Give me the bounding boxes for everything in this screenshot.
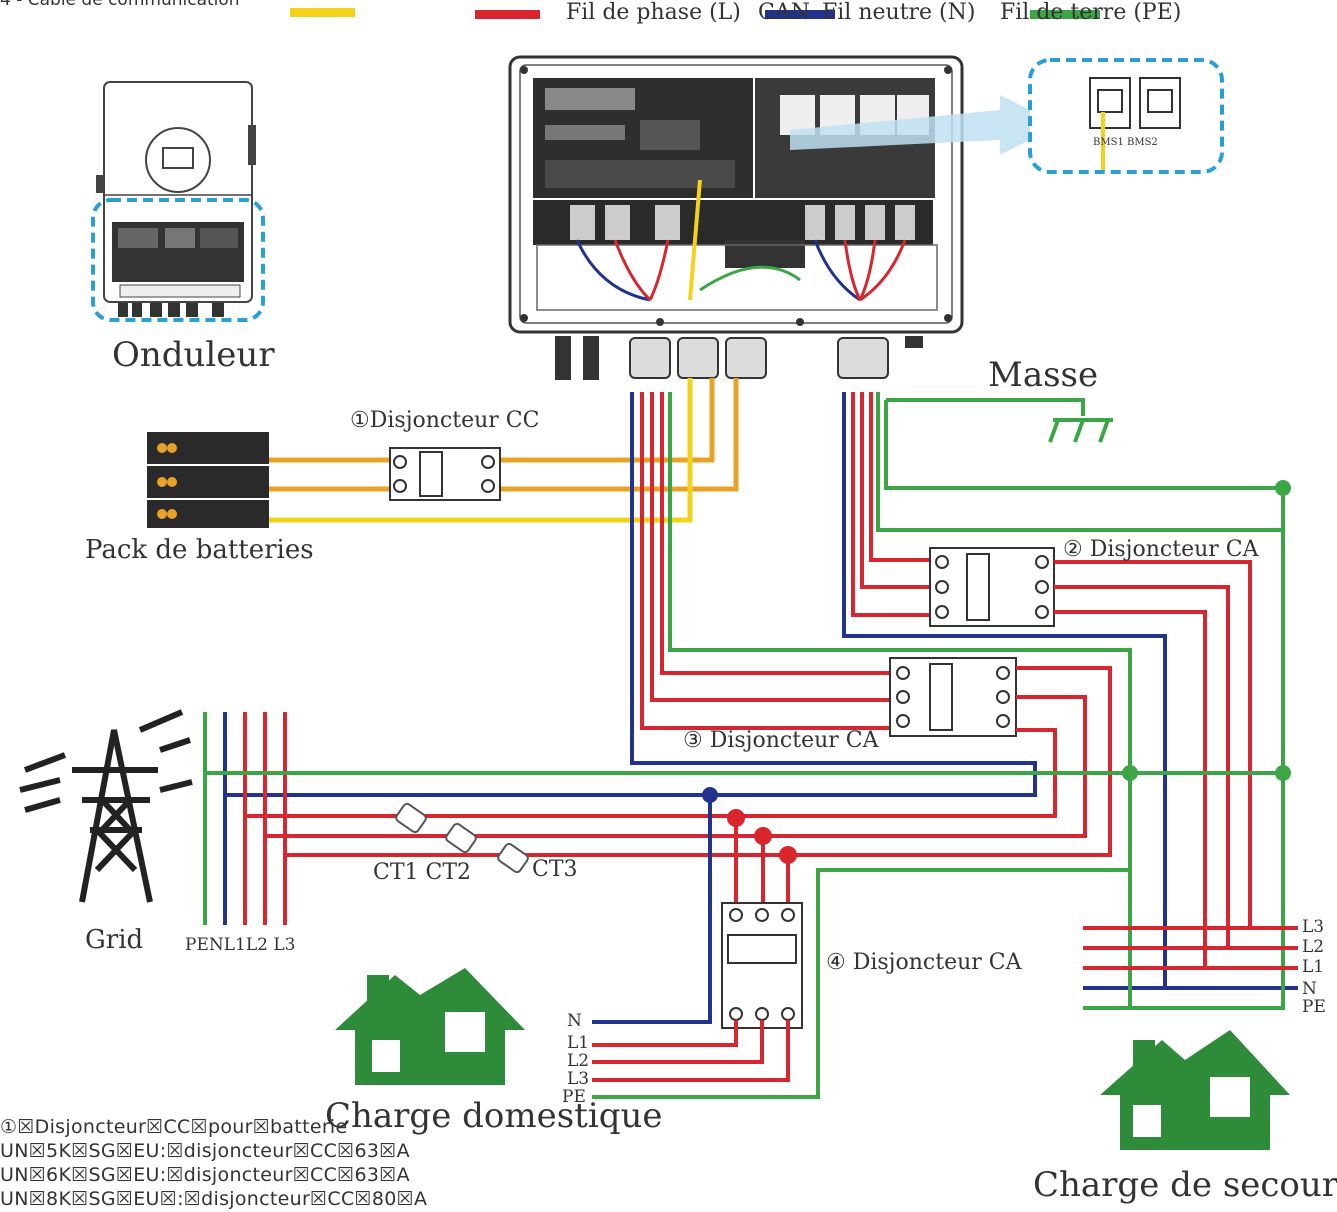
- home-terminal-l1: L1: [567, 1033, 590, 1053]
- dc-breaker: [389, 447, 501, 501]
- legend-can: CAN: [758, 0, 810, 25]
- backup-terminal-pe: PE: [1302, 997, 1326, 1017]
- battery-wires: [269, 378, 739, 492]
- ct-clamps: [395, 802, 529, 874]
- footnote-line: UN☒8K☒SG☒EU☒:☒disjoncteur☒CC☒80☒A: [0, 1188, 428, 1210]
- legend-swatches: [290, 8, 1100, 19]
- inverter-thumbnail: [91, 81, 265, 322]
- battery-label: Pack de batteries: [85, 535, 314, 565]
- inverter-interior: [508, 55, 964, 380]
- home-terminal-n: N: [567, 1011, 582, 1031]
- backup-terminal-l3: L3: [1302, 917, 1325, 937]
- footnote: ①☒Disjoncteur☒CC☒pour☒batterie UN☒5K☒SG☒…: [0, 1115, 427, 1211]
- backup-side-wires: [842, 392, 1283, 988]
- home-terminal-pe: PE: [562, 1087, 586, 1107]
- comm-swatch: [290, 8, 355, 17]
- ac-breaker-3: [889, 657, 1017, 737]
- footnote-line: UN☒6K☒SG☒EU:☒disjoncteur☒CC☒63☒A: [0, 1164, 410, 1186]
- ac-breaker-4-label: ④ Disjoncteur CA: [826, 950, 1022, 975]
- home-terminal-l3: L3: [567, 1069, 590, 1089]
- grid-lines-label: PENL1L2 L3: [185, 935, 296, 955]
- ac-breaker-4: [721, 902, 803, 1029]
- backup-house-icon: [1100, 1030, 1290, 1150]
- backup-load-label: Charge de secours: [1033, 1165, 1337, 1205]
- legend-phase: Fil de phase (L): [566, 0, 741, 25]
- home-load-label: Charge domestique: [325, 1096, 663, 1136]
- bms-label: BMS1 BMS2: [1093, 137, 1158, 148]
- dc-breaker-label: ①Disjoncteur CC: [350, 408, 540, 433]
- backup-terminal-l1: L1: [1302, 957, 1325, 977]
- battery-comm-wire: [269, 378, 693, 523]
- backup-terminal-l2: L2: [1302, 937, 1325, 957]
- thumbnail-highlight: [91, 198, 265, 322]
- home-out: [592, 868, 1130, 1099]
- grid-side-wires: [225, 392, 1132, 875]
- ac-breaker-2-label: ② Disjoncteur CA: [1063, 537, 1259, 562]
- ct3-label: CT3: [532, 857, 578, 882]
- battery-pack: [147, 432, 269, 528]
- pylon-icon: [19, 709, 193, 903]
- zoom-arrow: [790, 95, 1060, 155]
- bms-ports: [1089, 77, 1181, 170]
- footnote-line: ①☒Disjoncteur☒CC☒pour☒batterie: [0, 1116, 348, 1138]
- grid-bus: [203, 712, 1283, 925]
- ac-breaker-2: [929, 547, 1055, 627]
- backup-terminal-n: N: [1302, 979, 1317, 999]
- ct-label: CT1 CT2: [373, 860, 472, 885]
- home-terminal-l2: L2: [567, 1051, 590, 1071]
- ac-breaker-3-label: ③ Disjoncteur CA: [683, 728, 879, 753]
- earth-swatch: [1030, 10, 1100, 19]
- footnote-line: UN☒5K☒SG☒EU:☒disjoncteur☒CC☒63☒A: [0, 1140, 410, 1162]
- earth-symbol: [1048, 418, 1113, 443]
- ground-label: Masse: [988, 355, 1099, 395]
- legend-neutral: Fil neutre (N): [822, 0, 976, 25]
- home-house-icon: [335, 968, 525, 1085]
- top-cut-text: 4 - Câble de communication: [0, 0, 240, 10]
- phase-swatch: [475, 10, 540, 19]
- legend-earth: Fil de terre (PE): [1000, 0, 1182, 25]
- inverter-label: Onduleur: [112, 335, 275, 375]
- neutral-swatch: [765, 10, 835, 19]
- grid-label: Grid: [85, 925, 144, 955]
